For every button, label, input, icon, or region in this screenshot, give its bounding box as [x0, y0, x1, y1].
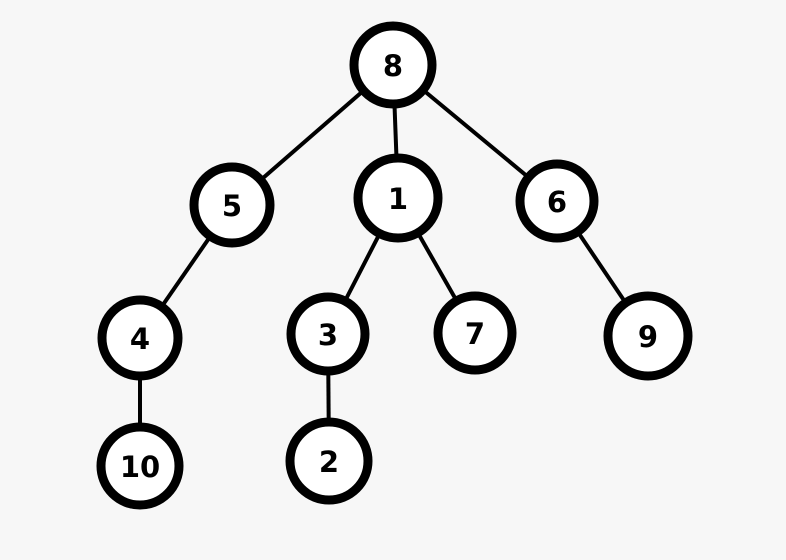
- tree-node-3[interactable]: 3: [286, 292, 370, 376]
- tree-node-label-3: 3: [318, 318, 338, 352]
- tree-edge-1-7: [415, 230, 460, 304]
- tree-node-circle-9[interactable]: [603, 291, 693, 381]
- tree-node-label-4: 4: [130, 322, 150, 356]
- tree-node-10[interactable]: 10: [96, 422, 184, 510]
- edges-layer: [138, 87, 629, 429]
- nodes-layer: 8 5 1 6 4 3 7 9 10 2: [96, 21, 693, 510]
- tree-edge-1-3: [342, 230, 383, 304]
- tree-edge-8-5: [257, 87, 367, 183]
- tree-node-label-10: 10: [120, 450, 160, 484]
- tree-node-circle-6[interactable]: [515, 159, 599, 243]
- tree-node-label-2: 2: [319, 445, 339, 479]
- tree-node-circle-7[interactable]: [433, 291, 517, 375]
- tree-node-circle-5[interactable]: [189, 162, 275, 248]
- tree-node-6[interactable]: 6: [515, 159, 599, 243]
- tree-node-9[interactable]: 9: [603, 291, 693, 381]
- tree-node-4[interactable]: 4: [97, 295, 183, 381]
- tree-node-circle-10[interactable]: [96, 422, 184, 510]
- tree-edge-6-9: [574, 228, 629, 306]
- tree-node-circle-3[interactable]: [286, 292, 370, 376]
- tree-node-label-1: 1: [388, 182, 408, 216]
- tree-node-circle-2[interactable]: [285, 417, 373, 505]
- tree-node-label-9: 9: [638, 320, 658, 354]
- tree-node-1[interactable]: 1: [353, 153, 443, 243]
- tree-edge-8-6: [420, 87, 532, 181]
- tree-edge-5-4: [158, 233, 214, 310]
- tree-node-8[interactable]: 8: [349, 21, 437, 109]
- tree-node-circle-8[interactable]: [349, 21, 437, 109]
- tree-node-label-7: 7: [465, 317, 485, 351]
- tree-node-2[interactable]: 2: [285, 417, 373, 505]
- tree-node-circle-4[interactable]: [97, 295, 183, 381]
- tree-node-label-6: 6: [547, 185, 567, 219]
- tree-node-7[interactable]: 7: [433, 291, 517, 375]
- tree-node-label-8: 8: [383, 49, 403, 83]
- tree-node-label-5: 5: [222, 189, 242, 223]
- tree-node-5[interactable]: 5: [189, 162, 275, 248]
- tree-edge-8-1: [392, 101, 399, 161]
- tree-node-circle-1[interactable]: [353, 153, 443, 243]
